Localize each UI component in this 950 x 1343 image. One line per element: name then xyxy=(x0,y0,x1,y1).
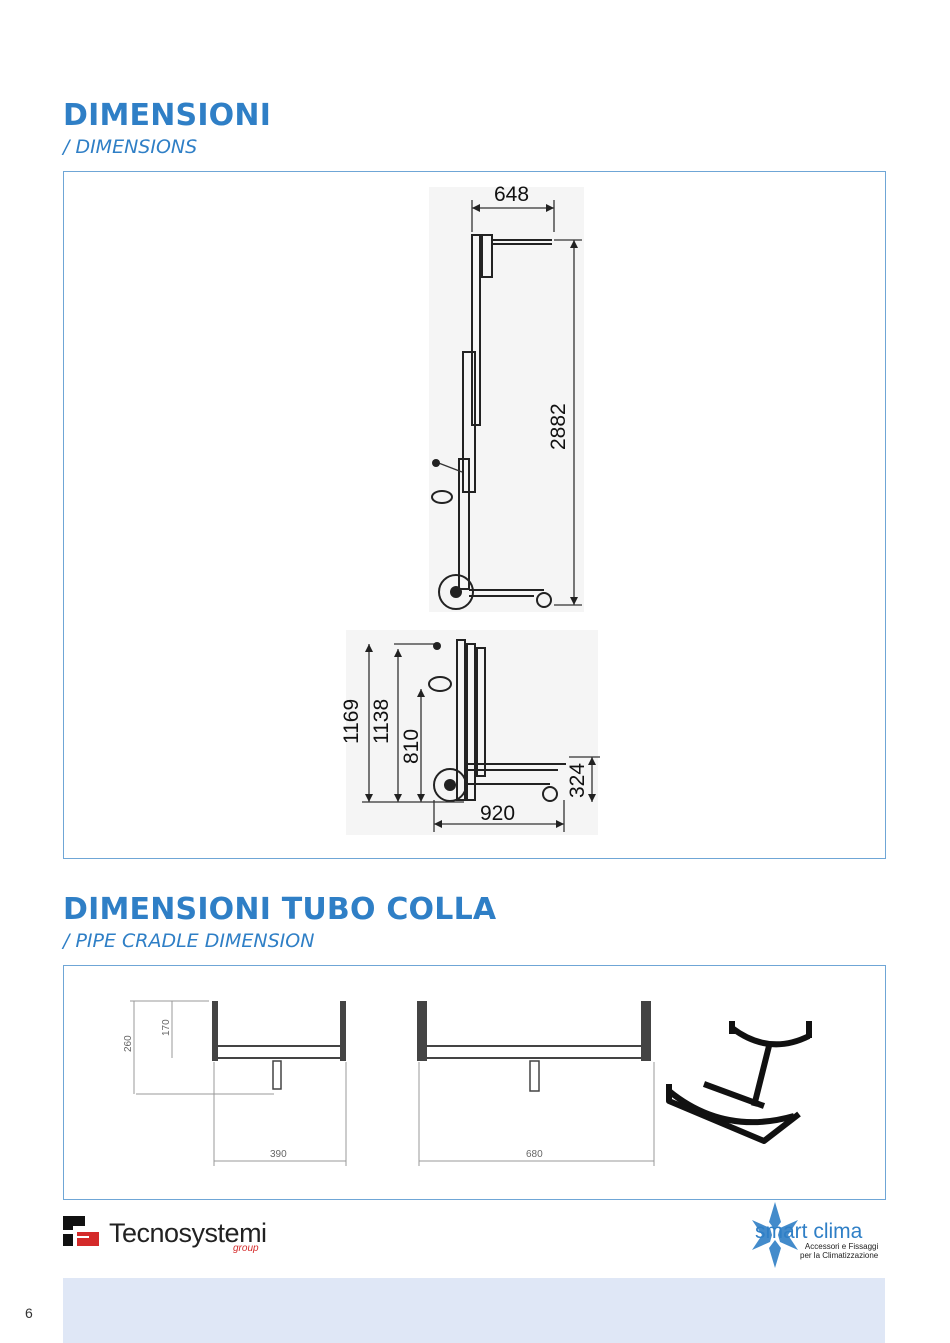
smart-clima-wordmark: smart clima xyxy=(755,1220,863,1243)
dim-1138: 1138 xyxy=(370,699,393,744)
cradle-drawing: 260 170 390 680 xyxy=(123,1000,812,1166)
section-title-cradle: DIMENSIONI TUBO COLLA xyxy=(63,892,497,927)
page-number: 6 xyxy=(25,1305,33,1321)
section-title-dimensions: DIMENSIONI xyxy=(63,98,272,133)
dim-324: 324 xyxy=(566,763,589,798)
lift-drawing: 648 2882 xyxy=(340,183,600,835)
section-subtitle-dimensions: / DIMENSIONS xyxy=(63,136,198,158)
footer-bar xyxy=(63,1278,885,1343)
section-subtitle-cradle: / PIPE CRADLE DIMENSION xyxy=(63,930,315,952)
dim-648: 648 xyxy=(494,183,529,206)
snowflake-icon xyxy=(752,1202,798,1268)
dim-2882: 2882 xyxy=(547,403,570,450)
dim-810: 810 xyxy=(400,729,423,764)
tecnosystemi-wordmark: Tecnosystemi xyxy=(109,1218,267,1248)
dim-680: 680 xyxy=(526,1149,543,1160)
cradle-drawing-box: 260 170 390 680 xyxy=(63,965,886,1200)
tecnosystemi-mark-icon xyxy=(63,1216,99,1246)
smart-clima-tagline: Accessori e Fissaggi per la Climatizzazi… xyxy=(800,1242,879,1260)
dim-260: 260 xyxy=(123,1035,134,1052)
dim-1169: 1169 xyxy=(340,699,363,744)
cradle-3d-view xyxy=(666,1021,812,1144)
smart-clima-logo: smart clima Accessori e Fissaggi per la … xyxy=(750,1200,890,1272)
dim-390: 390 xyxy=(270,1149,287,1160)
dimensions-drawing-box: 648 2882 xyxy=(63,171,886,859)
dim-170: 170 xyxy=(161,1019,172,1036)
tecnosystemi-logo: Tecnosystemi group xyxy=(63,1212,283,1257)
dim-920: 920 xyxy=(480,802,515,825)
tecnosystemi-group-label: group xyxy=(233,1243,259,1254)
